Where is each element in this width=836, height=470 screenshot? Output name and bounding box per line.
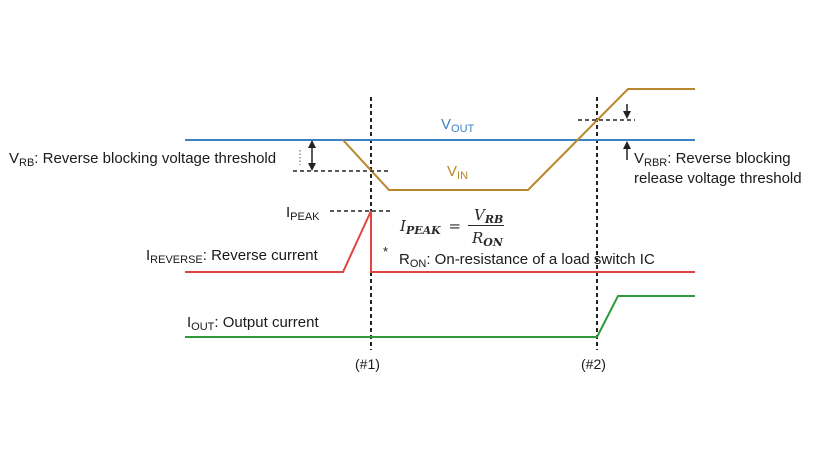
formula-denominator-sub: ON	[483, 236, 503, 249]
vrbr-label: VRBR: Reverse blocking	[634, 150, 791, 169]
formula-lhs-sub: PEAK	[405, 224, 441, 237]
iout-trace	[185, 295, 695, 338]
ipeak-label: IPEAK	[286, 204, 320, 223]
vrb-label: VRB: Reverse blocking voltage threshold	[9, 150, 277, 169]
vin-label: VIN	[447, 163, 469, 182]
iout-label: IOUT: Output current	[187, 314, 319, 333]
vrb-arrow-head-down	[308, 163, 316, 171]
ireverse-label: IREVERSE: Reverse current	[146, 247, 318, 266]
ireverse-trace	[185, 210, 695, 273]
ipeak-formula: IPEAK = VRB RON	[400, 206, 510, 256]
formula-denominator: R	[472, 229, 484, 247]
event-2-label: (#2)	[581, 356, 606, 372]
ron-asterisk: *	[383, 244, 389, 259]
formula-fraction-bar	[468, 225, 504, 226]
vin-trace	[342, 88, 695, 191]
vrbr-label-line2: release voltage threshold	[634, 170, 802, 187]
ron-note: *	[383, 244, 388, 259]
vrbr-arrow-head-down	[623, 111, 631, 119]
formula-numerator: V	[474, 206, 485, 224]
vrbr-arrow-head-up	[623, 141, 631, 149]
formula-lhs: I	[400, 217, 406, 235]
ron-label: RON: On-resistance of a load switch IC	[399, 251, 655, 270]
vout-label: VOUT	[441, 116, 475, 135]
event-1-label: (#1)	[355, 356, 380, 372]
formula-numerator-sub: RB	[484, 213, 504, 226]
formula-equals: =	[448, 217, 462, 235]
vrb-arrow-head-up	[308, 140, 316, 148]
